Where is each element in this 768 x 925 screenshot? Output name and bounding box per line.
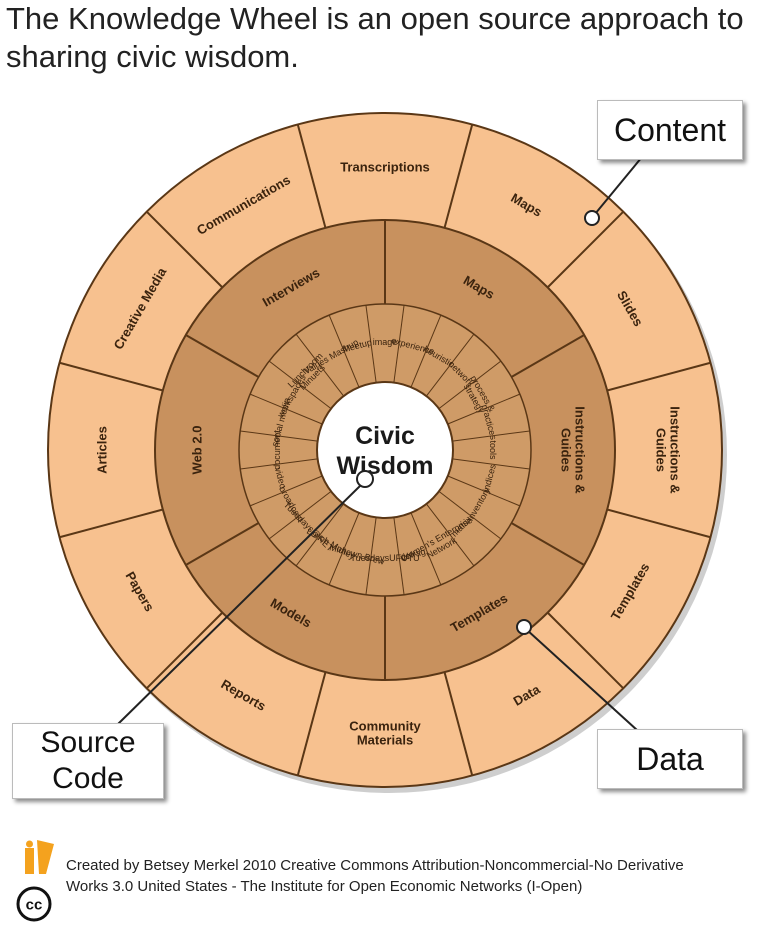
inner-divider [240,458,318,470]
inner-divider [295,503,345,567]
source-marker [356,470,374,488]
inner-divider [410,512,442,586]
inner-divider [393,305,405,383]
inner-divider [365,517,377,595]
inner-divider [249,393,323,425]
inner-divider [438,360,502,410]
outer-label-instructions-guides: Instructions &Guides [653,406,682,493]
middle-divider [185,334,260,378]
footer-line2: Works 3.0 United States - The Institute … [66,878,583,895]
inner-divider [447,393,521,425]
callout-source-code: Source Code [12,723,164,799]
callout-data: Data [597,729,743,789]
outer-divider [606,508,711,539]
middle-divider [510,334,585,378]
outer-label-transcriptions: Transcriptions [340,160,430,175]
callout-content: Content [597,100,743,160]
inner-divider [240,430,318,442]
outer-divider [59,361,164,392]
inner-divider [268,490,332,540]
center-label-line2: Wisdom [337,452,434,480]
outer-divider [443,671,474,776]
inner-divider [452,430,530,442]
inner-divider [425,503,475,567]
middle-label-web-2-0: Web 2.0 [190,426,205,475]
middle-divider [510,522,585,566]
creative-commons-icon: cc [16,886,52,922]
inner-divider [425,333,475,397]
inner-divider [268,360,332,410]
data-marker [516,619,532,635]
callout-content-label: Content [613,111,727,148]
middle-divider [185,522,260,566]
source-connector [116,483,363,726]
inner-divider [393,517,405,595]
center-label-line1: Civic [355,422,415,450]
inner-label-tools: tools [488,440,498,460]
i-open-logo [25,840,54,874]
data-connector [526,629,638,731]
callout-source-line1: Source [40,726,136,759]
inner-label-tuesdaysufutu: TuesdaysUFUTU [350,553,419,563]
outer-divider [145,611,224,690]
inner-divider [295,333,345,397]
outer-divider [546,210,625,289]
inner-divider [328,314,360,388]
outer-divider [296,671,327,776]
footer-line1: Created by Betsey Merkel 2010 Creative C… [66,857,684,874]
outer-divider [546,611,625,690]
outer-divider [606,361,711,392]
inner-divider [365,305,377,383]
cc-logo-text: cc [26,897,43,914]
inner-divider [410,314,442,388]
inner-divider [438,490,502,540]
footer-credit: Created by Betsey Merkel 2010 Creative C… [66,855,766,897]
inner-divider [249,475,323,507]
inner-divider [452,458,530,470]
inner-divider [328,512,360,586]
inner-divider [447,475,521,507]
callout-data-label: Data [636,740,704,777]
outer-divider [59,508,164,539]
content-connector [594,156,643,215]
content-marker [584,210,600,226]
inner-label-document: document [272,430,282,470]
callout-source-line2: Code [52,762,124,795]
center-hub [316,381,454,519]
headline: The Knowledge Wheel is an open source ap… [6,1,744,74]
inner-label-image: image [373,337,398,347]
middle-label-instructions-guides: Instructions &Guides [558,406,587,493]
outer-divider [443,124,474,229]
outer-divider [145,210,224,289]
outer-divider [296,124,327,229]
outer-label-articles: Articles [95,426,110,474]
